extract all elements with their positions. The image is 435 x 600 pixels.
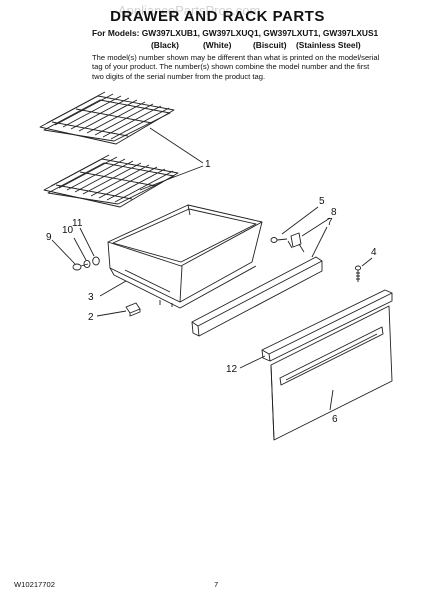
- callout-11: 11: [72, 218, 83, 229]
- doc-number: W10217702: [14, 580, 55, 589]
- drawer-trim-7: [191, 256, 323, 337]
- color-label-white: (White): [203, 40, 232, 50]
- clip-8: [287, 232, 305, 253]
- oven-rack-upper: [39, 91, 175, 145]
- color-label-black: (Black): [151, 40, 179, 50]
- screw-5: [270, 237, 288, 243]
- color-label-biscuit: (Biscuit): [253, 40, 287, 50]
- screw-assembly-left: [72, 256, 100, 271]
- model-note: The model(s) number shown may be differe…: [92, 53, 380, 81]
- callout-12: 12: [226, 364, 238, 375]
- oven-rack-lower: [43, 154, 179, 208]
- page-number: 7: [214, 580, 219, 589]
- color-label-stainless: (Stainless Steel): [296, 40, 361, 50]
- callout-3: 3: [88, 292, 94, 303]
- screw-4: [354, 265, 362, 282]
- callout-8: 8: [331, 207, 337, 218]
- callout-9: 9: [46, 232, 52, 243]
- drawer-front-panel-6: [270, 305, 393, 441]
- callout-7: 7: [327, 217, 333, 228]
- models-line: For Models: GW397LXUB1, GW397LXUQ1, GW39…: [92, 28, 379, 38]
- callout-1: 1: [205, 159, 211, 170]
- drawer-glide-pad: [125, 302, 141, 317]
- page-title: DRAWER AND RACK PARTS: [110, 8, 325, 25]
- callout-2: 2: [88, 312, 94, 323]
- watermark: AppliancePartsPros.com: [118, 3, 261, 18]
- callout-5: 5: [319, 196, 325, 207]
- callout-4: 4: [371, 247, 377, 258]
- drawer-front-trim-12: [261, 289, 393, 362]
- callout-labels: 1 5 8 7 11 10 9 4 3 2 12 6: [46, 159, 377, 425]
- drawer-pan: [107, 204, 263, 309]
- callout-6: 6: [332, 414, 338, 425]
- callout-10: 10: [62, 225, 74, 236]
